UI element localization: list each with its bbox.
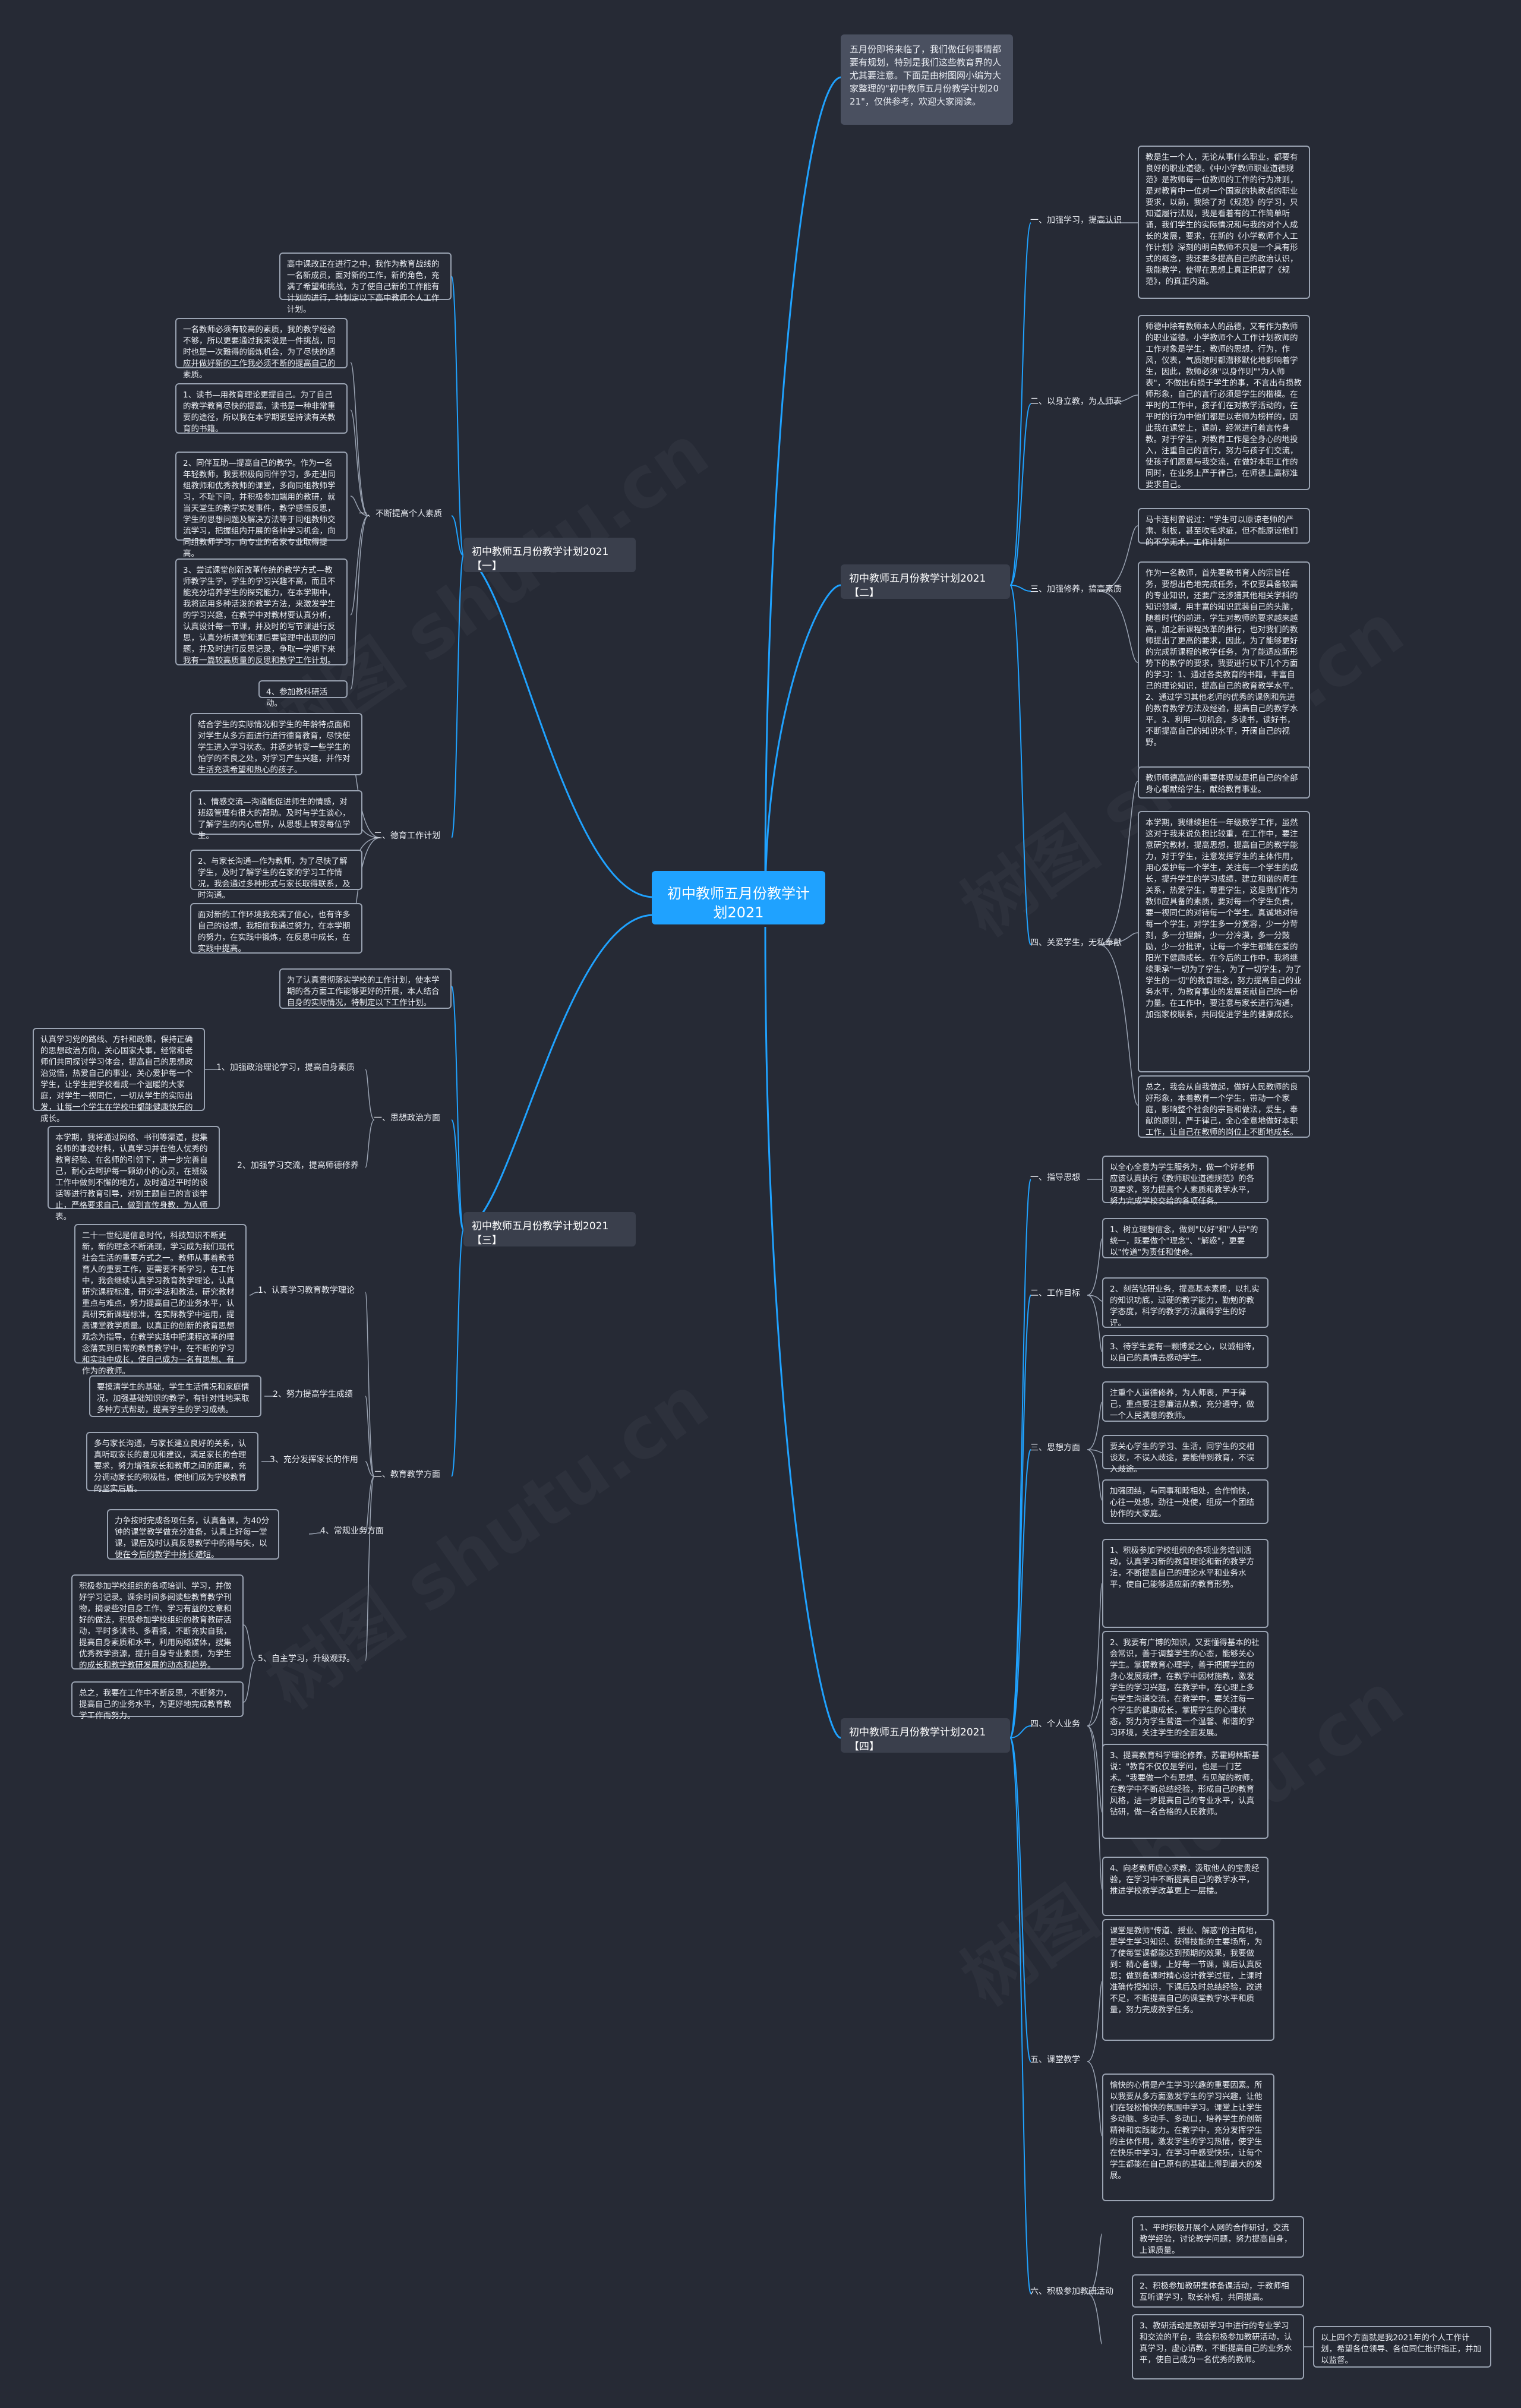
s2-b3-leaf-1: 马卡连柯曾说过："学生可以原谅老师的严肃、刻板，甚至吹毛求疵，但不能原谅他们的不… [1138, 508, 1310, 547]
s3-b2-sub-4[interactable]: 4、常规业务方面 [320, 1526, 384, 1536]
s3-b2-sub-2[interactable]: 2、努力提高学生成绩 [273, 1390, 353, 1399]
s3-b1-c1-leaf: 认真学习党的路线、方针和政策，保持正确的思想政治方向，关心国家大事，经常和老师们… [33, 1028, 205, 1123]
s1-b2-leaf-1: 结合学生的实际情况和学生的年龄特点面和对学生从多方面进行进行德育教育，尽快使学生… [190, 713, 362, 775]
s3-intro-leaf: 为了认真贯彻落实学校的工作计划，使本学期的各方面工作能够更好的开展，本人结合自身… [279, 968, 452, 1009]
s4-b6-leaf-2: 2、积极参加教研集体备课活动，于教师相互听课学习，取长补短，共同提高。 [1132, 2274, 1304, 2308]
s4-b3-leaf-2: 要关心学生的学习、生活，同学生的交相谈友，不误入歧途，要能伸到教育，不误入歧途。 [1102, 1435, 1268, 1474]
connector-root-s4 [764, 926, 841, 1739]
main-connectors [463, 76, 841, 1739]
s2-branch-1[interactable]: 一、加强学习，提高认识 [1030, 216, 1122, 225]
section-1-title[interactable]: 初中教师五月份教学计划2021【一】 [463, 538, 636, 572]
s2-branch-4[interactable]: 四、关爱学生，无私奉献 [1030, 938, 1122, 948]
s1-b1-leaf-2: 1、读书—用教育理论更提自己。为了自己的教学教育尽快的提高，读书是一种非常重要的… [175, 383, 348, 434]
s1-b2-leaf-2: 1、情感交流—沟通能促进师生的情感，对班级管理有很大的帮助。及时与学生谈心，了解… [190, 790, 362, 841]
s2-b4-leaf-1: 教师师德高尚的重要体现就是把自己的全部身心都献给学生，献给教育事业。 [1138, 766, 1310, 799]
s2-branch-3[interactable]: 三、加强修养，搞高素质 [1030, 585, 1122, 594]
s4-branch-2[interactable]: 二、工作目标 [1030, 1289, 1080, 1298]
s4-branch-4[interactable]: 四、个人业务 [1030, 1719, 1080, 1729]
s4-b4-leaf-3: 3、提高教育科学理论修养。苏霍姆林斯基说："教育不仅仅是学问，也是一门艺术。"我… [1102, 1744, 1268, 1839]
s3-b1-sub-1[interactable]: 1、加强政治理论学习，提高自身素质 [216, 1063, 355, 1072]
s4-b1-leaf-1: 以全心全意为学生服务为，做一个好老师应该认真执行《教师职业道德规范》的各项要求，… [1102, 1156, 1268, 1206]
connector-root-intro [764, 76, 841, 886]
s1-b1-leaf-5: 4、参加教科研活动。 [258, 680, 348, 708]
connector-root-s1 [463, 554, 654, 898]
s3-b1-c2-leaf: 本学期，我将通过网络、书刊等渠道，搜集名师的事迹材料，认真学习并在他人优秀的教育… [48, 1126, 220, 1222]
s3-b2-sub-3[interactable]: 3、充分发挥家长的作用 [270, 1455, 358, 1465]
branch-connectors [451, 222, 1031, 2294]
s4-b5-leaf-2: 愉快的心情是产生学习兴趣的重要因素。所以我要从多方面激发学生的学习兴趣，让他们在… [1102, 2074, 1274, 2201]
s3-branch-2[interactable]: 二、教育教学方面 [374, 1470, 440, 1479]
s4-b2-leaf-1: 1、树立理想信念，做到"以好"和"人异"的统一，既要做个"理念"、"解惑"，更要… [1102, 1218, 1268, 1258]
s2-b4-leaf-3: 总之，我会从自我做起，做好人民教师的良好形象，本着教育一个学生，带动一个家庭，影… [1138, 1075, 1310, 1138]
section-4-title[interactable]: 初中教师五月份教学计划2021【四】 [841, 1718, 1010, 1753]
s4-b3-leaf-1: 注重个人道德修养，为人师表，严于律己，重点要注意廉洁从教，充分遵守，做一个人民满… [1102, 1381, 1268, 1422]
s3-b2-c3-leaf: 多与家长沟通，与家长建立良好的关系，认真听取家长的意见和建议，满足家长的合理要求… [86, 1432, 258, 1494]
s4-b3-leaf-3: 加强团结，与同事和睦相处，合作愉快，心往一处想，劲往一处使，组成一个团结协作的大… [1102, 1479, 1268, 1524]
s2-branch-2[interactable]: 二、以身立教，为人师表 [1030, 397, 1122, 406]
s1-intro-leaf: 高中课改正在进行之中，我作为教育战线的一名新成员，面对新的工作，新的角色，充满了… [279, 253, 452, 314]
s4-branch-5[interactable]: 五、课堂教学 [1030, 2055, 1080, 2065]
s4-b4-leaf-4: 4、向老教师虚心求教，汲取他人的宝贵经验，在学习中不断提高自己的教学水平，推进学… [1102, 1857, 1268, 1916]
s4-b6-leaf-1: 1、平时积极开展个人网的合作研讨，交流教学经验，讨论教学问题，努力提高自身，上课… [1132, 2216, 1304, 2258]
s3-b1-sub-2[interactable]: 2、加强学习交流，提高师德修养 [237, 1161, 359, 1170]
s2-b4-leaf-2: 本学期，我继续担任一年级数学工作，虽然这对于我来说负担比较重，在工作中，要注意研… [1138, 811, 1310, 1072]
s1-b2-leaf-4: 面对新的工作环境我充满了信心，也有许多自己的设想，我相信我通过努力，在本学期的努… [190, 903, 362, 954]
s3-b2-c5-leaf-2: 总之，我要在工作中不断反思，不断努力，提高自己的业务水平，为更好地完成教育教学工… [71, 1681, 244, 1721]
s4-branch-6[interactable]: 六、积极参加教研活动 [1030, 2287, 1113, 2296]
s4-b4-leaf-2: 2、我要有广博的知识，又要懂得基本的社会常识，善于调整学生的心态，能够关心学生。… [1102, 1631, 1268, 1750]
s4-b5-leaf-1: 课堂是教师"传道、授业、解惑"的主阵地，是学生学习知识、获得技能的主要场所，为了… [1102, 1919, 1274, 2041]
s4-b2-leaf-3: 3、待学生要有一颗博爱之心，以诚相待，以自己的真情去感动学生。 [1102, 1335, 1268, 1368]
s4-b4-leaf-1: 1、积极参加学校组织的各项业务培训活动，认真学习新的教育理论和新的教学方法，不断… [1102, 1539, 1268, 1628]
s4-b6-leaf-3: 3、教研活动是教研学习中进行的专业学习和交流的平台，我会积极参加教研活动，认真学… [1132, 2314, 1304, 2379]
s1-branch-2[interactable]: 二、德育工作计划 [374, 831, 440, 841]
s4-branch-1[interactable]: 一、指导思想 [1030, 1173, 1080, 1182]
section-2-title[interactable]: 初中教师五月份教学计划2021【二】 [841, 564, 1010, 599]
intro-note: 五月份即将来临了，我们做任何事情都要有规划，特别是我们这些教育界的人尤其要注意。… [841, 34, 1013, 125]
s4-b2-leaf-2: 2、刻苦钻研业务，提高基本素质，以扎实的知识功底，过硬的教学能力，勤勉的教学态度… [1102, 1277, 1268, 1328]
s3-b2-c1-leaf: 二十一世纪是信息时代，科技知识不断更新，新的理念不断涌现，学习成为我们现代社会生… [74, 1224, 247, 1376]
s3-branch-1[interactable]: 一、思想政治方面 [374, 1113, 440, 1123]
s1-b1-leaf-4: 3、尝试课堂创新改革传统的教学方式—教师教学生学，学生的学习兴趣不高，而且不能充… [175, 558, 348, 665]
s3-b2-c4-leaf: 力争按时完成各项任务，认真备课，为40分钟的课堂教学做充分准备，认真上好每一堂课… [107, 1509, 279, 1560]
s3-b2-sub-5[interactable]: 5、自主学习，升级观野。 [258, 1654, 355, 1664]
s4-branch-3[interactable]: 三、思想方面 [1030, 1443, 1080, 1453]
s1-branch-1[interactable]: 一、不断提高个人素质 [359, 509, 442, 519]
s4-b6-leaf-4: 以上四个方面就是我2021年的个人工作计划，希望各位领导、各位同仁批评指正，并加… [1313, 2326, 1491, 2368]
s3-b2-sub-1[interactable]: 1、认真学习教育教学理论 [258, 1286, 355, 1295]
s1-b1-leaf-1: 一名教师必须有较高的素质，我的教学经验不够，所以更要通过我来说是一件挑战，同时也… [175, 318, 348, 380]
connector-root-s3 [463, 914, 654, 1231]
s2-b3-leaf-2: 作为一名教师，首先要教书育人的宗旨任务，要想出色地完成任务，不仅要具备较高的专业… [1138, 561, 1310, 769]
s1-b1-leaf-3: 2、同伴互助—提高自己的教学。作为一名年轻教师，我要积极向同伴学习，多走进同组教… [175, 452, 348, 558]
connector-root-s2 [764, 584, 841, 904]
section-3-title[interactable]: 初中教师五月份教学计划2021【三】 [463, 1212, 636, 1246]
s1-b2-leaf-3: 2、与家长沟通—作为教师，为了尽快了解学生，及时了解学生的在家的学习工作情况，我… [190, 850, 362, 900]
root-node[interactable]: 初中教师五月份教学计划2021 [652, 871, 825, 924]
s2-b1-leaf-1: 教是生一个人，无论从事什么职业，都要有良好的职业道德。《中小学教师职业道德规范》… [1138, 146, 1310, 299]
s3-b2-c5-leaf-1: 积极参加学校组织的各项培训、学习，并做好学习记录。课余时间多阅读些教育教学刊物，… [71, 1574, 244, 1670]
s3-b2-c2-leaf: 要摸清学生的基础，学生生活情况和家庭情况，加强基础知识的教学，有针对性地采取多种… [89, 1375, 261, 1417]
s2-b2-leaf-1: 师德中除有教师本人的品德，又有作为教师的职业道德。小学教师个人工作计划教师的工作… [1138, 315, 1310, 490]
